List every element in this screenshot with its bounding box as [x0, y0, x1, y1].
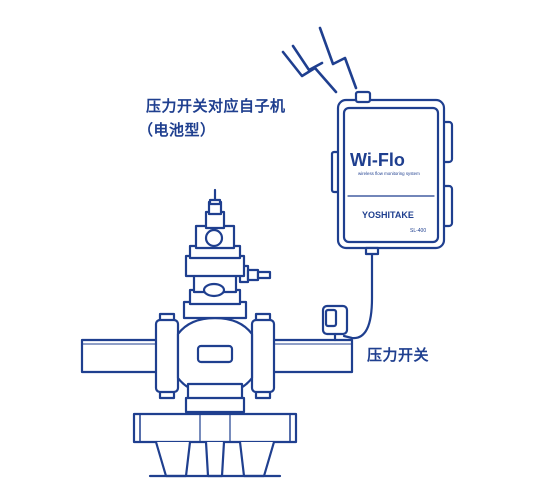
- device-model: SL-400: [410, 228, 426, 234]
- cable: [342, 246, 374, 340]
- valve: [132, 188, 298, 478]
- pressure-switch-label: 压力开关: [367, 346, 430, 364]
- pressure-switch: [321, 304, 349, 342]
- wireless-signal-icon: [281, 26, 358, 94]
- device-brand: Wi-Flo: [350, 150, 405, 170]
- slave-unit-type-label: （电池型）: [138, 121, 216, 139]
- wireless-slave-unit: [330, 90, 454, 256]
- slave-unit-label: 压力开关对应自子机: [146, 97, 286, 115]
- device-tagline: wireless flow monitoring system: [358, 171, 420, 176]
- device-maker: YOSHITAKE: [362, 210, 414, 220]
